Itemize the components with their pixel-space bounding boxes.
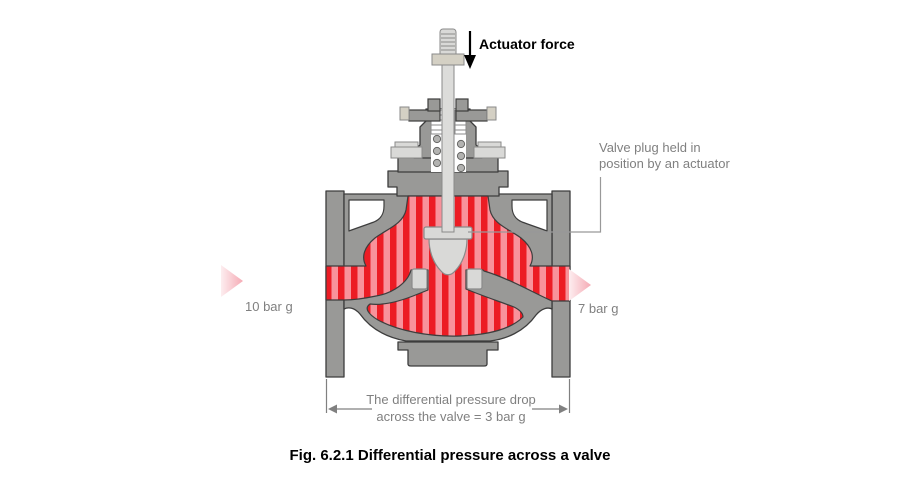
figure-caption: Fig. 6.2.1 Differential pressure across … bbox=[290, 447, 611, 464]
outlet-pressure-label: 7 bar g bbox=[578, 301, 618, 316]
dp-note-line1: The differential pressure drop bbox=[366, 392, 536, 407]
packing-ring bbox=[432, 134, 442, 144]
dimension-arrowhead-left bbox=[328, 404, 337, 414]
gland-flange-right bbox=[455, 109, 488, 122]
valve-seat-right bbox=[466, 268, 483, 290]
thread-lines bbox=[441, 33, 455, 51]
inlet-pressure-label: 10 bar g bbox=[245, 299, 293, 314]
gland-post-left bbox=[427, 98, 441, 112]
body-notch-right bbox=[511, 199, 548, 232]
body-notch-left bbox=[348, 199, 385, 232]
flow-arrow-inlet-icon bbox=[221, 265, 243, 297]
valve-plug bbox=[428, 238, 468, 276]
actuator-force-arrow-icon bbox=[464, 31, 476, 69]
actuator-force-label: Actuator force bbox=[479, 36, 575, 52]
packing-ring bbox=[432, 146, 442, 156]
valve-bottom-flange bbox=[397, 341, 499, 367]
packing-ring bbox=[456, 151, 466, 161]
packing-ring bbox=[432, 158, 442, 168]
packing-ring bbox=[456, 139, 466, 149]
bonnet-nut-right bbox=[473, 146, 506, 159]
packing-ring bbox=[456, 163, 466, 173]
dimension-arrowhead-right bbox=[559, 404, 568, 414]
plug-note-line2: position by an actuator bbox=[599, 156, 730, 171]
stem-nut bbox=[431, 53, 465, 66]
valve-stem bbox=[441, 55, 455, 233]
gland-flange-left bbox=[408, 109, 441, 122]
gland-tab-left bbox=[399, 106, 410, 121]
flow-arrow-outlet-icon bbox=[569, 269, 591, 301]
stem-thread bbox=[439, 28, 457, 58]
dimension-lines bbox=[325, 379, 571, 414]
plug-note-line1: Valve plug held in bbox=[599, 140, 701, 155]
dp-note-line2: across the valve = 3 bar g bbox=[376, 409, 525, 424]
valve-seat-left bbox=[411, 268, 428, 290]
gland-tab-right bbox=[486, 106, 497, 121]
bonnet-nut-left bbox=[390, 146, 423, 159]
plug-leader-line bbox=[468, 177, 602, 233]
gland-post-right bbox=[455, 98, 469, 112]
